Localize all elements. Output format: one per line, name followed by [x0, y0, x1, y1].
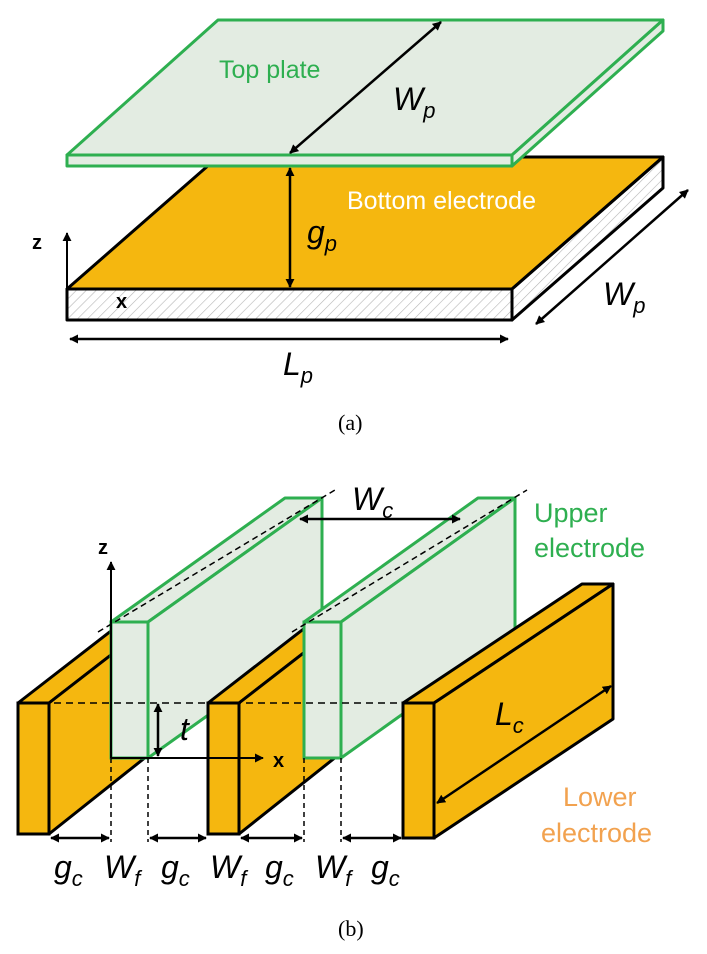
dimension-guides: [110, 758, 342, 842]
lower-electrode-label-line1: Lower: [563, 782, 637, 812]
dim-label-1: gc: [54, 849, 83, 891]
axis-x-label-b: x: [273, 750, 284, 772]
bottom-electrode-label: Bottom electrode: [347, 187, 536, 215]
thickness-label: t: [180, 711, 190, 747]
plate-2-dashed-edge: [291, 489, 528, 633]
dim-label-7: gc: [371, 849, 400, 891]
bottom-electrode-top-face: [65, 155, 665, 291]
bottom-width-arrow: [535, 189, 689, 325]
plate-1-front: [109, 620, 150, 760]
bottom-electrode-front-face: [65, 287, 514, 322]
upper-electrode-plate-2: [291, 489, 528, 760]
dim-label-3: gc: [161, 849, 190, 891]
dim-label-5: gc: [265, 849, 294, 891]
length-label-b: Lc: [495, 696, 524, 738]
top-plate-side-face: [510, 18, 665, 168]
bar-2-front: [206, 701, 241, 836]
axis-z-label-a: z: [32, 232, 42, 254]
bottom-width-label: Wp: [603, 276, 645, 318]
bar-3-front: [401, 701, 436, 840]
caption-a: (a): [338, 410, 362, 435]
dim-label-2: Wf: [104, 849, 143, 891]
upper-electrode-label-line2: electrode: [534, 533, 645, 563]
bottom-dimension-labels: gc Wf gc Wf gc Wf gc: [54, 849, 400, 891]
caption-b: (b): [338, 916, 364, 941]
bar-1-front: [16, 701, 51, 836]
gap-label: gp: [307, 214, 337, 256]
upper-electrode-plate-1: [97, 489, 336, 760]
axis-z-label-b: z: [98, 537, 108, 559]
panel-a: z x Top plate Bottom electrode Wp gp Wp …: [32, 18, 689, 435]
length-arrow-b: [436, 684, 612, 805]
dim-label-4: Wf: [210, 849, 249, 891]
top-plate-width-arrow: [289, 21, 442, 154]
lower-electrode-label-line2: electrode: [541, 818, 652, 848]
plate-2-front: [302, 620, 343, 760]
spacing-label: Wc: [352, 481, 393, 523]
top-width-label: Wp: [393, 81, 435, 123]
top-plate: [65, 18, 665, 168]
plate-1-dashed-edge: [97, 489, 336, 633]
top-plate-front-face: [65, 153, 514, 168]
upper-electrode-label-line1: Upper: [534, 498, 608, 528]
axis-x-label-a: x: [116, 291, 127, 313]
top-plate-label: Top plate: [219, 56, 320, 84]
dim-label-6: Wf: [315, 849, 354, 891]
length-label: Lp: [283, 346, 313, 388]
bottom-electrode: [65, 155, 665, 322]
panel-b: z x Wc t Lc Upper electrode Lower electr…: [16, 481, 652, 941]
